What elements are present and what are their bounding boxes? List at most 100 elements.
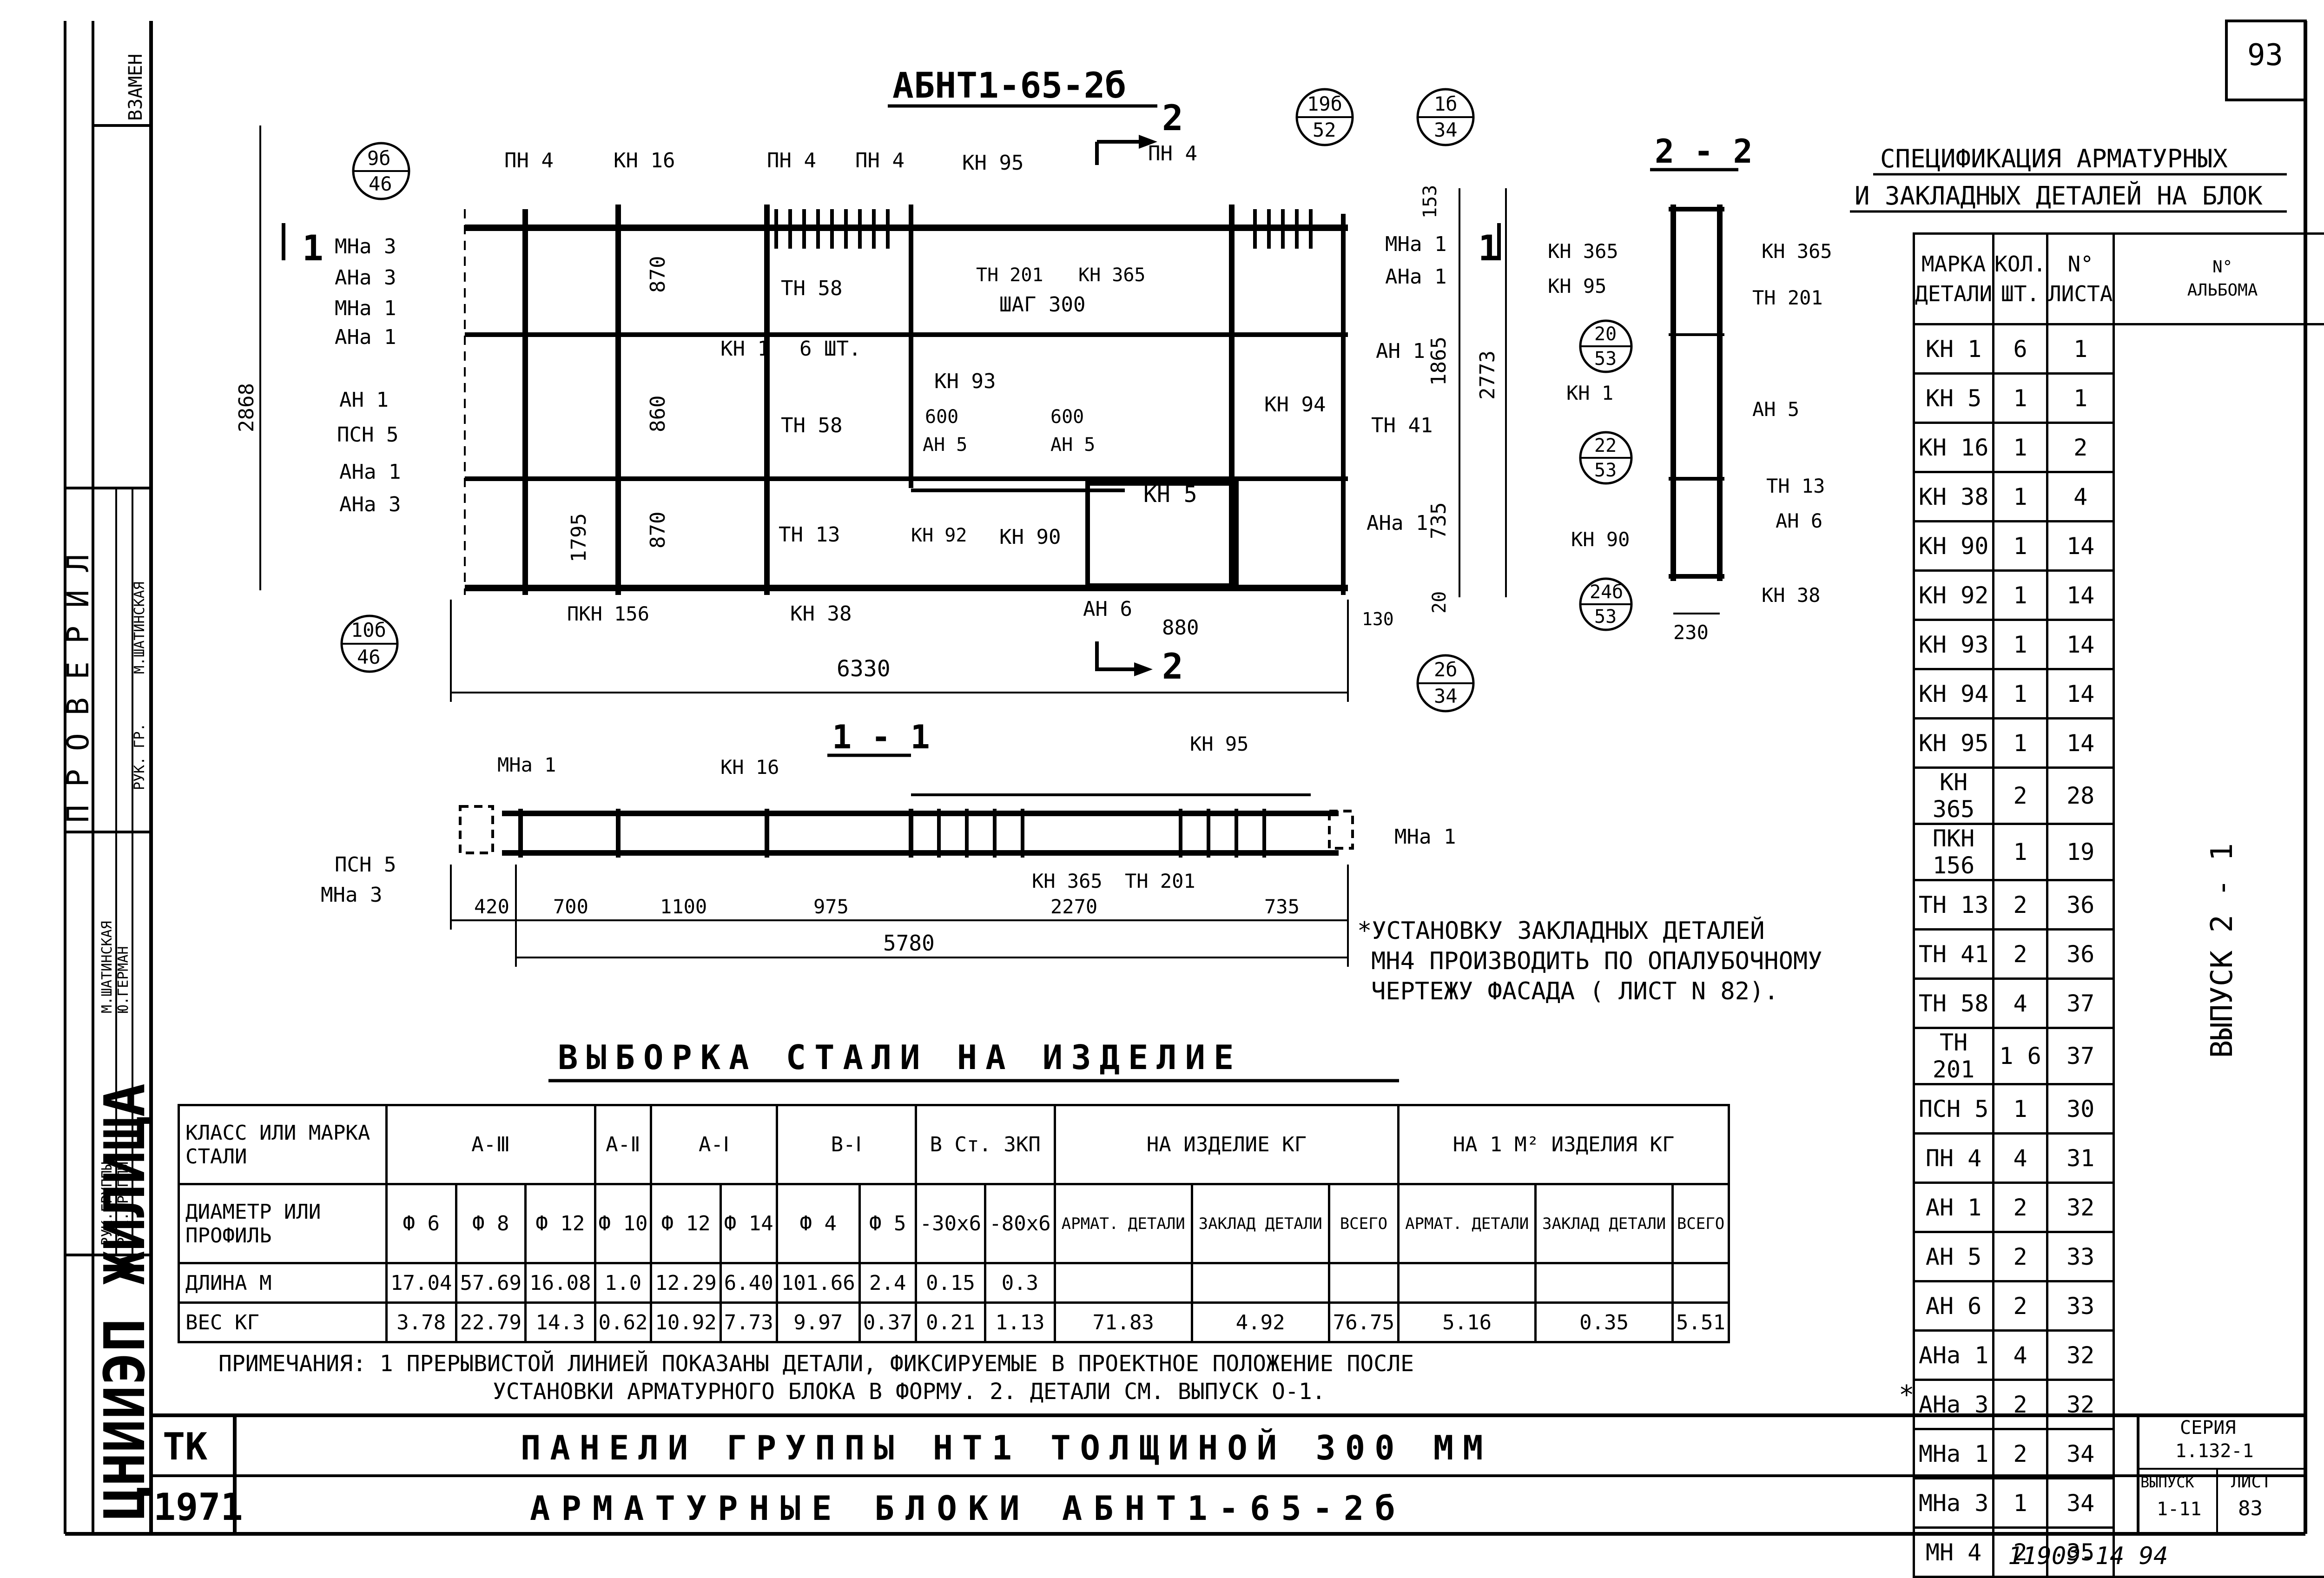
spec-cell-sheet: 30 — [2047, 1084, 2113, 1134]
steel-profile-cell: Ф 8 — [456, 1184, 526, 1263]
s11-dim-420: 420 — [474, 895, 509, 918]
spec-cell-qty: 2 — [1994, 1528, 2047, 1577]
steel-length-cell: 16.08 — [526, 1263, 595, 1303]
steel-length-cell: 12.29 — [651, 1263, 721, 1303]
s22-kn365-r: КН 365 — [1762, 240, 1832, 263]
steel-profile-label: ДИАМЕТР ИЛИ ПРОФИЛЬ — [179, 1184, 387, 1263]
label-an6: АН 6 — [1083, 597, 1132, 621]
s11-kn365: КН 365 — [1032, 870, 1103, 892]
s11-dim-735: 735 — [1264, 895, 1300, 918]
steel-profile-cell: -80х6 — [985, 1184, 1055, 1263]
spec-cell-mark: МНа 3 — [1914, 1479, 1994, 1528]
steel-length-cell — [1055, 1263, 1192, 1303]
dim-860: 860 — [646, 396, 670, 432]
callout-top: 1б — [1434, 92, 1458, 115]
spec-h-qty: КОЛ.ШТ. — [1994, 234, 2047, 324]
s22-tn13: ТН 13 — [1766, 475, 1825, 497]
spec-cell-qty: 2 — [1994, 1281, 2047, 1331]
spec-cell-sheet: 14 — [2047, 522, 2113, 571]
person-1: М.ШАТИНСКАЯ — [99, 921, 115, 1013]
steel-weight-cell: 14.3 — [526, 1303, 595, 1342]
label-ana1-r: АНа 1 — [1385, 265, 1446, 289]
label-kn38: КН 38 — [790, 602, 852, 626]
spec-cell-mark: КН 16 — [1914, 423, 1994, 472]
spec-cell-sheet: 2 — [2047, 423, 2113, 472]
spec-cell-mark: МН 4 — [1914, 1528, 1994, 1577]
label-tn58: ТН 58 — [781, 277, 842, 300]
title-line-2: АРМАТУРНЫЕ БЛОКИ АБНТ1-65-2б — [530, 1489, 1406, 1528]
spec-cell-mark: КН 90 — [1914, 522, 1994, 571]
spec-cell-qty: 2 — [1994, 768, 2047, 824]
spec-cell-sheet: 36 — [2047, 880, 2113, 930]
role-3: РУК. ГР. — [132, 723, 148, 791]
spec-cell-sheet: 35 — [2047, 1528, 2113, 1577]
s22-kn1: КН 1 — [1566, 382, 1613, 404]
spec-cell-mark: ПСН 5 — [1914, 1084, 1994, 1134]
label-pn4-2: ПН 4 — [767, 149, 816, 172]
steel-length-cell: 6.40 — [720, 1263, 777, 1303]
section-22-title: 2 - 2 — [1655, 132, 1753, 171]
spec-cell-mark: ПКН 156 — [1914, 824, 1994, 880]
label-an5b: АН 5 — [1050, 434, 1095, 456]
title-line-1: ПАНЕЛИ ГРУППЫ НТ1 ТОЛЩИНОЙ 300 ММ — [521, 1428, 1492, 1467]
steel-weight-cell: 22.79 — [456, 1303, 526, 1342]
steel-class-label: КЛАСС ИЛИ МАРКА СТАЛИ — [179, 1105, 387, 1184]
s22-tn201: ТН 201 — [1752, 286, 1823, 309]
section-11-title: 1 - 1 — [832, 718, 930, 756]
label-kn1: КН 1 — [720, 337, 770, 361]
spec-cell-qty: 2 — [1994, 1429, 2047, 1479]
steel-weight-cell: 7.73 — [720, 1303, 777, 1342]
s22-an6: АН 6 — [1776, 509, 1822, 532]
label-6pcs: 6 ШТ. — [799, 337, 861, 361]
spec-h-album: N°АЛЬБОМА — [2114, 234, 2324, 324]
s11-mna1-r: МНа 1 — [1394, 825, 1456, 849]
label-tn13: ТН 13 — [779, 523, 840, 547]
vzamen-label: ВЗАМЕН — [125, 54, 146, 121]
steel-profile-cell: Ф 12 — [651, 1184, 721, 1263]
label-ana1-b: АНа 1 — [339, 460, 401, 484]
callout-top: 10б — [351, 619, 386, 641]
spec-cell-qty: 4 — [1994, 1134, 2047, 1183]
spec-cell-qty: 1 — [1994, 423, 2047, 472]
spec-cell-sheet: 34 — [2047, 1479, 2113, 1528]
dim-2868: 2868 — [235, 383, 258, 432]
steel-weight-cell: 5.16 — [1399, 1303, 1536, 1342]
spec-cell-qty: 2 — [1994, 930, 2047, 979]
spec-cell-qty: 4 — [1994, 979, 2047, 1028]
spec-cell-qty: 1 — [1994, 1479, 2047, 1528]
title-block-org: ТК — [163, 1425, 207, 1468]
spec-cell-sheet: 14 — [2047, 669, 2113, 719]
steel-profile-cell: Ф 10 — [595, 1184, 651, 1263]
callout-top: 9б — [367, 147, 391, 170]
org-name: ЦНИИЭП ЖИЛИЩА — [93, 1083, 158, 1520]
spec-cell-sheet: 28 — [2047, 768, 2113, 824]
callout-bottom: 34 — [1434, 119, 1458, 141]
label-psn5: ПСН 5 — [337, 423, 398, 447]
callout-top: 19б — [1307, 92, 1342, 115]
spec-cell-mark: КН 92 — [1914, 571, 1994, 620]
dim-153: 153 — [1419, 185, 1441, 218]
s11-dim-1100: 1100 — [660, 895, 707, 918]
spec-cell-mark: КН 365 — [1914, 768, 1994, 824]
steel-weight-cell: 0.35 — [1536, 1303, 1673, 1342]
spec-cell-qty: 1 — [1994, 571, 2047, 620]
role-2: РУК.ГРУППЫ — [115, 1162, 132, 1246]
footnote-line-1: *УСТАНОВКУ ЗАКЛАДНЫХ ДЕТАЛЕЙ — [1357, 917, 1765, 945]
spec-cell-sheet: 33 — [2047, 1232, 2113, 1281]
callout-9b-46: 9б 46 — [353, 143, 409, 199]
steel-weight-cell: 0.37 — [859, 1303, 916, 1342]
spec-cell-qty: 1 6 — [1994, 1028, 2047, 1084]
label-step: ШАГ 300 — [999, 293, 1085, 317]
steel-length-label: ДЛИНА М — [179, 1263, 387, 1303]
dim-1865: 1865 — [1427, 337, 1451, 386]
spec-cell-qty: 1 — [1994, 472, 2047, 522]
spec-cell-mark: АНа 1 — [1914, 1331, 1994, 1380]
footnote-line-2: МН4 ПРОИЗВОДИТЬ ПО ОПАЛУБОЧНОМУ — [1371, 947, 1822, 975]
spec-cell-sheet: 37 — [2047, 979, 2113, 1028]
label-kn92: КН 92 — [911, 525, 967, 546]
spec-cell-qty: 1 — [1994, 374, 2047, 423]
steel-class-a1: А-Ⅰ — [651, 1105, 777, 1184]
steel-weight-cell: 4.92 — [1192, 1303, 1329, 1342]
page-number: 93 — [2247, 38, 2283, 73]
spec-cell-qty: 1 — [1994, 522, 2047, 571]
